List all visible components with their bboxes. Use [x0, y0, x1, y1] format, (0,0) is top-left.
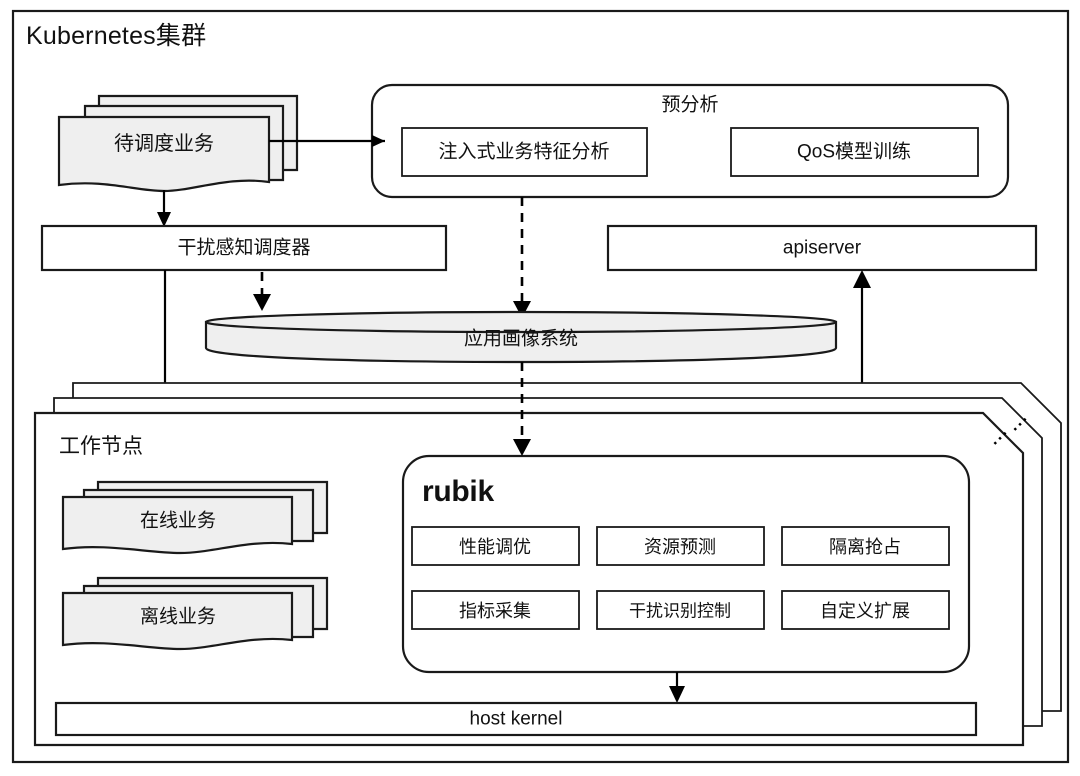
- rubik-module-box-1: [596, 526, 765, 566]
- rubik-module-box-2: [781, 526, 950, 566]
- dashed-arrow-preanalysis-to-rubik: [513, 362, 531, 456]
- online-workload-stack: [61, 480, 329, 555]
- kubernetes-cluster-frame: [11, 9, 1070, 764]
- rubik-module-box-0: [411, 526, 580, 566]
- offline-workload-stack: [61, 576, 329, 651]
- profiling-system-cylinder: [204, 310, 838, 364]
- arrow-workload-to-scheduler: [157, 190, 171, 227]
- host-kernel-box: [54, 701, 978, 737]
- apiserver-box: [606, 224, 1038, 272]
- rubik-module-box-4: [596, 590, 765, 630]
- pending-workload-stack: [57, 94, 299, 193]
- rubik-module-box-3: [411, 590, 580, 630]
- dashed-arrow-scheduler-to-profiling: [253, 272, 271, 311]
- dashed-arrow-preanalysis-to-profiling: [513, 197, 531, 318]
- preanalysis-module-box-0: [401, 127, 648, 177]
- rubik-module-box-5: [781, 590, 950, 630]
- arrow-scheduler-to-worker-node: [157, 270, 173, 400]
- preanalysis-module-box-1: [730, 127, 979, 177]
- arrow-rubik-to-host-kernel: [669, 672, 685, 703]
- arrow-workload-to-preanalysis: [269, 135, 385, 147]
- scheduler-box: [40, 224, 448, 272]
